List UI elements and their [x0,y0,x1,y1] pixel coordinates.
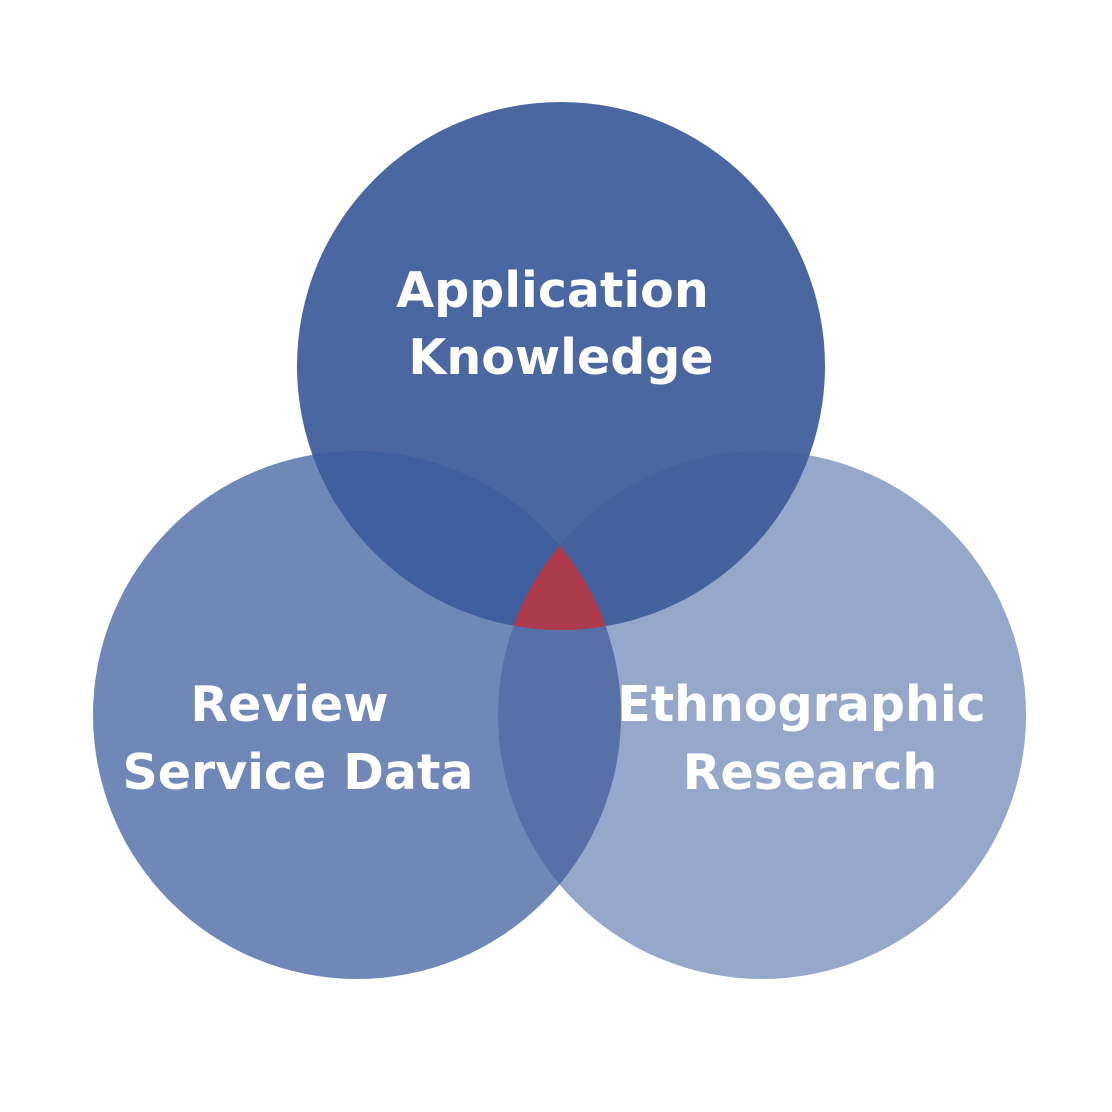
label-line: Service Data [123,744,474,801]
overlap-top-right [498,451,825,630]
label-review-service-data: Review Service Data [123,676,474,801]
label-line: Review [190,676,388,733]
label-line: Research [683,744,938,801]
overlap-top-left [297,451,621,630]
label-line: Knowledge [408,329,713,386]
label-line: Ethnographic [617,676,985,733]
label-ethnographic-research: Ethnographic Research [617,676,1003,801]
label-line: Application [396,262,709,319]
label-application-knowledge: Application Knowledge [396,262,726,386]
